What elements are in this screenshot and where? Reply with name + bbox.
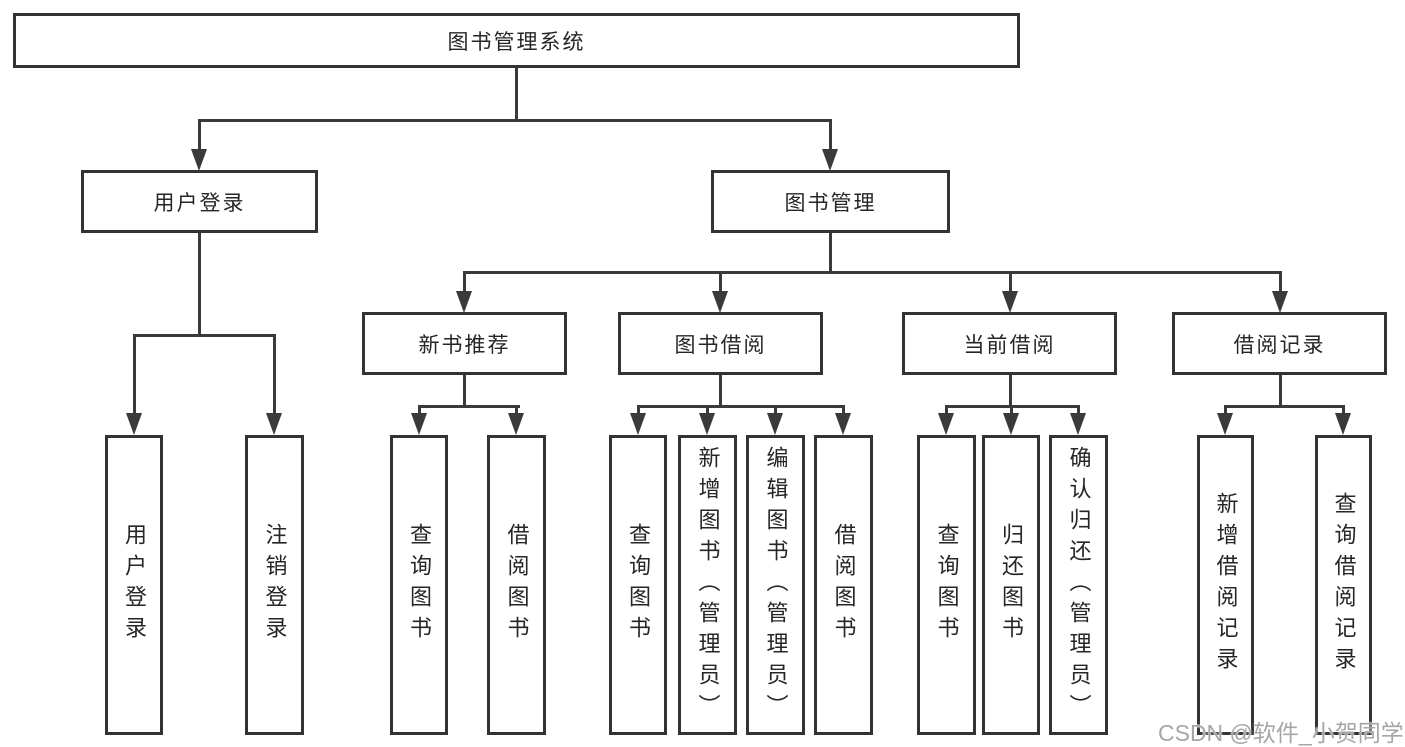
arrow-to-borrow-books-recommend [508, 413, 524, 435]
arrow-to-query-books-recommend [411, 413, 427, 435]
node-book-management: 图书管理 [711, 170, 950, 233]
node-root: 图书管理系统 [13, 13, 1020, 68]
node-label: 借阅图书 [504, 523, 530, 647]
connector-root-stem [515, 68, 518, 122]
connector-drop-cb3 [1077, 405, 1080, 416]
csdn-watermark: CSDN @软件_小贺同学 [1158, 720, 1404, 746]
connector-drop-book-borrow [719, 271, 722, 294]
connector-book-borrow-stem [719, 375, 722, 408]
connector-book-management-hbar [463, 271, 1282, 274]
connector-new-book-stem [463, 375, 466, 408]
leaf-query-books-recommend: 查询图书 [390, 435, 448, 735]
arrow-to-confirm-return-admin [1070, 413, 1086, 435]
arrow-to-add-borrow-record [1217, 413, 1233, 435]
node-label: 借阅记录 [1233, 333, 1326, 357]
connector-drop-nb2 [515, 405, 518, 416]
node-label: 用户登录 [122, 523, 147, 647]
connector-drop-bb3 [774, 405, 777, 416]
connector-drop-leaf-logout [273, 334, 276, 416]
node-label: 新增借阅记录 [1213, 492, 1239, 678]
connector-drop-leaf-user-login [133, 334, 136, 416]
node-label: 查询图书 [934, 523, 960, 647]
leaf-confirm-return-admin: 确认归还（管理员） [1049, 435, 1108, 735]
node-label: 查询图书 [407, 523, 432, 647]
connector-drop-bb2 [706, 405, 709, 416]
connector-book-borrow-hbar [637, 405, 845, 408]
node-current-borrow: 当前借阅 [902, 312, 1117, 375]
leaf-borrow-books-recommend: 借阅图书 [487, 435, 546, 735]
leaf-borrow-books: 借阅图书 [814, 435, 873, 735]
connector-drop-book-management [829, 119, 832, 153]
leaf-query-books-borrow: 查询图书 [609, 435, 667, 735]
arrow-to-query-books-borrow [630, 413, 646, 435]
node-borrow-records: 借阅记录 [1172, 312, 1387, 375]
node-new-book-recommend: 新书推荐 [362, 312, 567, 375]
connector-drop-new-book [463, 271, 466, 294]
leaf-query-books-current: 查询图书 [917, 435, 976, 735]
connector-drop-br2 [1342, 405, 1345, 416]
connector-user-login-hbar [133, 334, 276, 337]
leaf-query-borrow-record: 查询借阅记录 [1315, 435, 1372, 735]
node-label: 图书管理 [784, 191, 877, 215]
connector-book-management-stem [829, 233, 832, 274]
arrow-to-query-borrow-record [1335, 413, 1351, 435]
arrow-to-borrow-books [835, 413, 851, 435]
connector-drop-bb4 [842, 405, 845, 416]
connector-borrow-records-stem [1279, 375, 1282, 408]
leaf-edit-books-admin: 编辑图书（管理员） [746, 435, 805, 735]
node-label: 当前借阅 [963, 333, 1056, 357]
leaf-logout: 注销登录 [245, 435, 304, 735]
node-label: 用户登录 [153, 191, 246, 215]
node-label: 查询借阅记录 [1331, 492, 1357, 678]
node-label: 查询图书 [626, 523, 651, 647]
arrow-to-edit-books-admin [767, 413, 783, 435]
arrow-to-book-management [822, 149, 838, 171]
leaf-return-books: 归还图书 [982, 435, 1040, 735]
arrow-to-current-borrow [1002, 291, 1018, 313]
connector-drop-borrow-records [1279, 271, 1282, 294]
leaf-add-borrow-record: 新增借阅记录 [1197, 435, 1254, 735]
node-label: 确认归还（管理员） [1066, 445, 1092, 725]
connector-current-borrow-stem [1009, 375, 1012, 408]
connector-user-login-stem [198, 233, 201, 337]
connector-root-hbar [198, 119, 832, 122]
node-book-borrow: 图书借阅 [618, 312, 823, 375]
node-label: 归还图书 [999, 523, 1024, 647]
connector-new-book-hbar [418, 405, 520, 408]
connector-drop-br1 [1224, 405, 1227, 416]
node-label: 图书借阅 [674, 333, 767, 357]
leaf-user-login: 用户登录 [105, 435, 163, 735]
arrow-to-leaf-logout [266, 413, 282, 435]
node-label: 借阅图书 [831, 523, 857, 647]
node-user-login: 用户登录 [81, 170, 318, 233]
connector-drop-bb1 [637, 405, 640, 416]
connector-drop-cb2 [1010, 405, 1013, 416]
node-label: 图书管理系统 [447, 30, 586, 54]
arrow-to-borrow-records [1272, 291, 1288, 313]
arrow-to-new-book [456, 291, 472, 313]
connector-drop-current-borrow [1009, 271, 1012, 294]
arrow-to-return-books [1003, 413, 1019, 435]
arrow-to-leaf-user-login [126, 413, 142, 435]
leaf-add-books-admin: 新增图书（管理员） [678, 435, 737, 735]
arrow-to-query-books-current [938, 413, 954, 435]
node-label: 新书推荐 [418, 333, 511, 357]
node-label: 新增图书（管理员） [695, 445, 721, 725]
node-label: 编辑图书（管理员） [763, 445, 789, 725]
arrow-to-add-books-admin [699, 413, 715, 435]
connector-drop-user-login [198, 119, 201, 153]
node-label: 注销登录 [262, 523, 288, 647]
connector-drop-nb1 [418, 405, 421, 416]
arrow-to-book-borrow [712, 291, 728, 313]
connector-drop-cb1 [945, 405, 948, 416]
connector-borrow-records-hbar [1224, 405, 1345, 408]
arrow-to-user-login [191, 149, 207, 171]
